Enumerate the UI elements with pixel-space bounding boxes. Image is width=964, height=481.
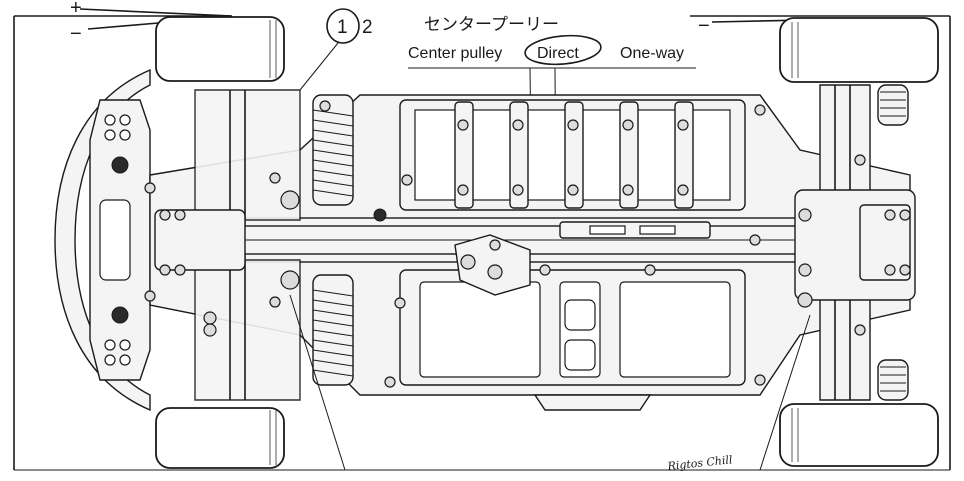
direct-option-label: Direct (537, 45, 579, 62)
frame-lines (13, 15, 951, 471)
front-left-tire (155, 16, 285, 82)
front-bumper (54, 68, 151, 412)
center-pulley-english-label: Center pulley (408, 45, 502, 62)
lower-leader-lines (289, 294, 811, 471)
lower-tray (399, 269, 746, 411)
center-pulley-callout: センタープーリー Center pulley Direct One-way (408, 15, 696, 237)
minus-right-label: − (698, 15, 710, 37)
direct-option-circle (524, 34, 602, 66)
option-1-label: 1 (337, 17, 348, 38)
oneway-option-label: One-way (620, 45, 684, 62)
rear-shocks (877, 84, 909, 401)
center-pulley-assembly (454, 221, 711, 296)
option-1-circle (326, 8, 360, 44)
front-suspension (144, 89, 301, 401)
center-pulley-japanese-label: センタープーリー (424, 15, 559, 34)
tires (155, 16, 939, 469)
front-shocks (280, 94, 387, 386)
option-selector: 1 2 (299, 8, 373, 91)
rear-left-tire (779, 17, 939, 83)
plus-sign-label: + (70, 0, 82, 19)
rear-right-tire (779, 403, 939, 467)
rear-suspension (794, 84, 916, 401)
front-right-tire (155, 407, 285, 469)
minus-left-label: − (70, 23, 82, 45)
battery-tray-top (399, 99, 746, 211)
chassis-screws (269, 100, 766, 388)
option-2-label: 2 (362, 17, 373, 38)
